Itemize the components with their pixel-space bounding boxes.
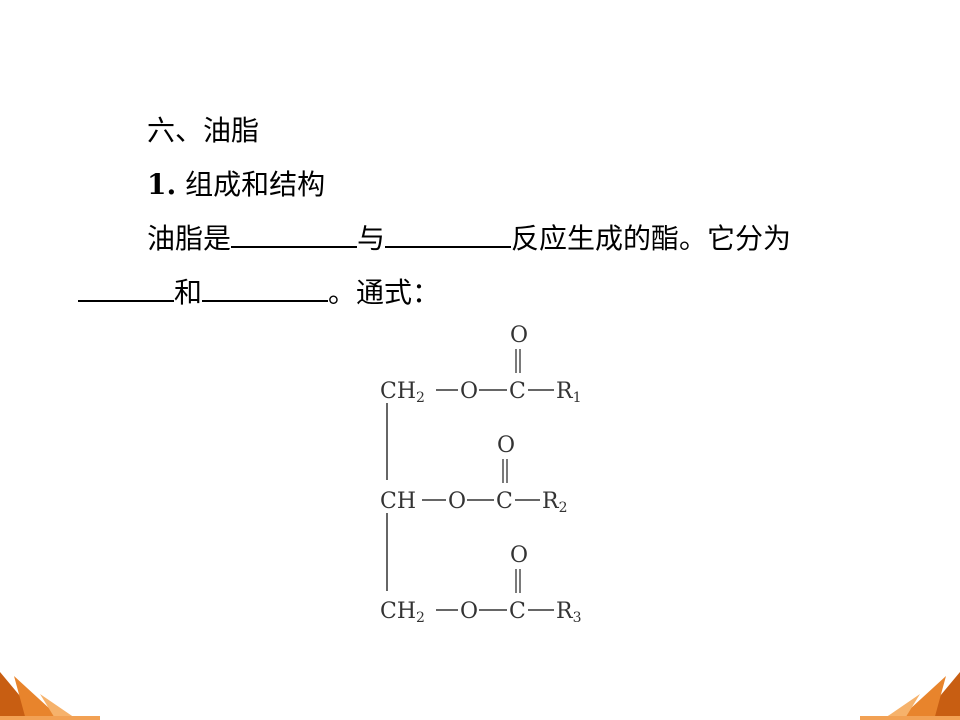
section-heading: 六、油脂 xyxy=(147,113,259,149)
svg-text:R2: R2 xyxy=(542,489,568,516)
group-sub-3: 2 xyxy=(416,610,425,625)
blank-1[interactable] xyxy=(231,222,358,248)
r-sub-3: 3 xyxy=(573,610,582,625)
carbonyl-o-3: O xyxy=(510,543,528,568)
carbonyl-o-2: O xyxy=(497,433,515,458)
paragraph-text-2: 与 xyxy=(357,222,386,255)
r-group-3: R xyxy=(556,599,574,624)
subheading: 1. 组成和结构 xyxy=(147,167,325,203)
ester-row-2: O CH O C R2 xyxy=(380,433,568,516)
triglyceride-formula: O CH2 O C R1 O CH O C R2 O CH2 O C R3 xyxy=(380,323,582,625)
corner-decoration-left xyxy=(0,672,100,720)
subheading-title: 组成和结构 xyxy=(185,168,326,201)
paragraph-text-4: 和 xyxy=(174,276,203,309)
carbon-3: C xyxy=(509,599,526,624)
svg-text:CH2: CH2 xyxy=(380,379,425,406)
group-1: CH xyxy=(380,379,416,404)
ester-row-3: O CH2 O C R3 xyxy=(380,543,582,625)
r-sub-2: 2 xyxy=(559,500,568,516)
group-3: CH xyxy=(380,599,416,624)
carbon-1: C xyxy=(509,379,526,404)
ester-o-2: O xyxy=(448,489,466,514)
ester-row-1: O CH2 O C R1 xyxy=(380,323,582,406)
r-sub-1: 1 xyxy=(573,390,582,406)
svg-text:CH2: CH2 xyxy=(380,599,425,625)
group-2: CH xyxy=(380,489,416,514)
svg-text:R1: R1 xyxy=(556,379,582,406)
corner-decoration-right xyxy=(860,672,960,720)
blank-3[interactable] xyxy=(78,276,174,302)
ester-o-3: O xyxy=(460,599,478,624)
paragraph-text-1: 油脂是 xyxy=(147,222,232,255)
paragraph-text-3: 反应生成的酯。它分为 xyxy=(511,222,792,255)
subheading-number: 1. xyxy=(147,168,177,201)
blank-4[interactable] xyxy=(202,276,329,302)
r-group-2: R xyxy=(542,489,560,514)
paragraph-line-2: 和 。通式： xyxy=(78,275,440,311)
paragraph-line-1: 油脂是 与 反应生成的酯。它分为 xyxy=(147,221,791,257)
section-heading-text: 六、油脂 xyxy=(147,114,260,147)
carbonyl-o-1: O xyxy=(510,323,528,348)
carbon-2: C xyxy=(496,489,513,514)
ester-o-1: O xyxy=(460,379,478,404)
group-sub-1: 2 xyxy=(416,390,425,406)
r-group-1: R xyxy=(556,379,574,404)
blank-2[interactable] xyxy=(385,222,512,248)
paragraph-text-5: 。通式： xyxy=(328,276,441,309)
svg-text:R3: R3 xyxy=(556,599,582,625)
